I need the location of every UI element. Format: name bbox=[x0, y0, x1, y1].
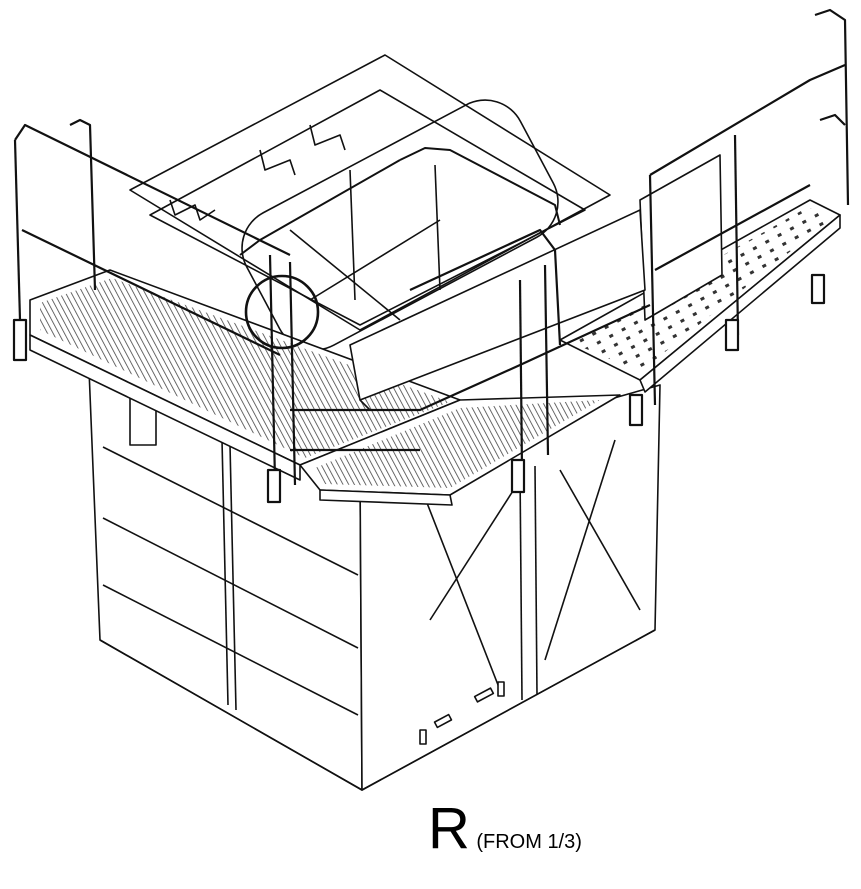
upper-frame bbox=[129, 54, 611, 351]
front-handrail bbox=[290, 228, 651, 494]
right-handrail bbox=[628, 8, 850, 427]
side-walkway bbox=[559, 154, 841, 393]
ladder-loop bbox=[239, 147, 561, 256]
main-walkway bbox=[29, 269, 621, 506]
view-caption: R (FROM 1/3) bbox=[428, 800, 582, 858]
view-letter: R bbox=[428, 796, 470, 861]
left-handrail bbox=[12, 118, 297, 504]
inner-wall bbox=[349, 209, 646, 411]
detail-callout-circle bbox=[244, 274, 320, 350]
view-reference: (FROM 1/3) bbox=[476, 831, 582, 853]
